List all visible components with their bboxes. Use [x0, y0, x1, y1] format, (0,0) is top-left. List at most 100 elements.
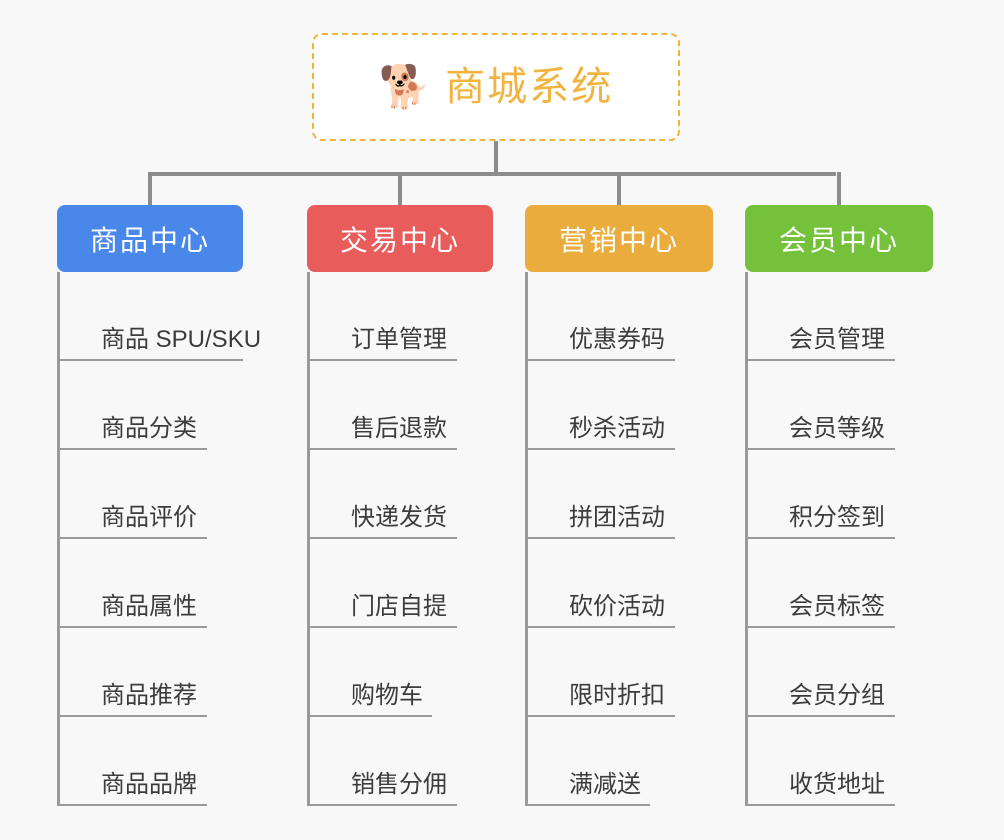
leaf-item-label: 商品品牌	[101, 771, 197, 798]
branch-header-label: 会员中心	[778, 224, 899, 256]
connector-drop-4	[837, 172, 841, 206]
connector-horizontal-bus	[148, 172, 836, 176]
leaf-item-label: 砍价活动	[569, 593, 665, 620]
leaf-item-underline	[525, 804, 650, 806]
root-node-label: 商城系统	[445, 65, 614, 109]
connector-root-stem	[494, 141, 498, 174]
leaf-item-label: 会员管理	[789, 326, 885, 353]
leaf-list-2: 订单管理售后退款快递发货门店自提购物车销售分佣	[307, 272, 493, 806]
leaf-item-underline	[307, 359, 457, 361]
leaf-item[interactable]: 快递发货	[307, 450, 493, 539]
leaf-item[interactable]: 限时折扣	[525, 628, 713, 717]
leaf-item-label: 门店自提	[351, 593, 447, 620]
leaf-item-underline	[307, 626, 457, 628]
leaf-item[interactable]: 商品品牌	[57, 717, 243, 806]
branch-header-4[interactable]: 会员中心	[745, 205, 933, 272]
leaf-item-label: 售后退款	[351, 415, 447, 442]
leaf-list-1: 商品 SPU/SKU 商品分类商品评价商品属性商品推荐商品品牌	[57, 272, 261, 806]
leaf-item[interactable]: 门店自提	[307, 539, 493, 628]
leaf-item-label: 商品推荐	[101, 682, 197, 709]
leaf-item[interactable]: 会员分组	[745, 628, 933, 717]
leaf-item[interactable]: 秒杀活动	[525, 361, 713, 450]
leaf-item-label: 会员分组	[789, 682, 885, 709]
leaf-item-label: 秒杀活动	[569, 415, 665, 442]
leaf-item[interactable]: 拼团活动	[525, 450, 713, 539]
leaf-item-underline	[745, 715, 895, 717]
leaf-item-label: 购物车	[351, 682, 423, 709]
leaf-item-underline	[745, 359, 895, 361]
leaf-item-label: 拼团活动	[569, 504, 665, 531]
leaf-item-underline	[525, 537, 675, 539]
branch-column-3: 营销中心优惠券码秒杀活动拼团活动砍价活动限时折扣满减送	[525, 205, 713, 806]
leaf-item[interactable]: 会员等级	[745, 361, 933, 450]
leaf-item-label: 会员标签	[789, 593, 885, 620]
leaf-item[interactable]: 会员标签	[745, 539, 933, 628]
leaf-item-label: 积分签到	[789, 504, 885, 531]
leaf-item[interactable]: 销售分佣	[307, 717, 493, 806]
leaf-item-underline	[307, 715, 432, 717]
leaf-item[interactable]: 购物车	[307, 628, 493, 717]
leaf-item[interactable]: 砍价活动	[525, 539, 713, 628]
connector-drop-3	[617, 172, 621, 206]
leaf-item-underline	[57, 359, 243, 361]
branch-column-4: 会员中心会员管理会员等级积分签到会员标签会员分组收货地址	[745, 205, 933, 806]
branch-column-2: 交易中心订单管理售后退款快递发货门店自提购物车销售分佣	[307, 205, 493, 806]
leaf-list-3: 优惠券码秒杀活动拼团活动砍价活动限时折扣满减送	[525, 272, 713, 806]
leaf-item-underline	[57, 448, 207, 450]
branch-header-label: 营销中心	[558, 224, 679, 256]
root-node-shop-system[interactable]: 🐕 商城系统	[312, 33, 680, 141]
leaf-item-underline	[745, 626, 895, 628]
branch-column-1: 商品中心商品 SPU/SKU 商品分类商品评价商品属性商品推荐商品品牌	[57, 205, 261, 806]
branch-header-3[interactable]: 营销中心	[525, 205, 713, 272]
branch-header-1[interactable]: 商品中心	[57, 205, 243, 272]
branch-spine-2	[307, 272, 310, 806]
leaf-item-underline	[307, 537, 457, 539]
leaf-item-label: 会员等级	[789, 415, 885, 442]
connector-drop-1	[148, 172, 152, 206]
leaf-item[interactable]: 优惠券码	[525, 272, 713, 361]
leaf-item-underline	[745, 804, 895, 806]
leaf-item-label: 快递发货	[351, 504, 447, 531]
leaf-item-underline	[525, 626, 675, 628]
leaf-list-4: 会员管理会员等级积分签到会员标签会员分组收货地址	[745, 272, 933, 806]
branch-header-label: 商品中心	[89, 224, 210, 256]
leaf-item-underline	[57, 715, 207, 717]
leaf-item[interactable]: 积分签到	[745, 450, 933, 539]
leaf-item-underline	[57, 626, 207, 628]
leaf-item[interactable]: 商品属性	[57, 539, 243, 628]
connector-drop-2	[398, 172, 402, 206]
leaf-item[interactable]: 订单管理	[307, 272, 493, 361]
leaf-item[interactable]: 售后退款	[307, 361, 493, 450]
branch-header-2[interactable]: 交易中心	[307, 205, 493, 272]
leaf-item-label: 商品分类	[101, 415, 197, 442]
leaf-item-label: 销售分佣	[351, 771, 447, 798]
leaf-item-underline	[745, 448, 895, 450]
leaf-item[interactable]: 商品推荐	[57, 628, 243, 717]
leaf-item-label: 商品 SPU/SKU	[101, 326, 262, 353]
leaf-item-label: 限时折扣	[569, 682, 665, 709]
leaf-item-underline	[745, 537, 895, 539]
branch-spine-1	[57, 272, 60, 806]
leaf-item-underline	[525, 448, 675, 450]
leaf-item[interactable]: 会员管理	[745, 272, 933, 361]
leaf-item-underline	[307, 804, 457, 806]
branch-spine-3	[525, 272, 528, 806]
leaf-item-underline	[525, 715, 675, 717]
branch-header-label: 交易中心	[339, 224, 460, 256]
leaf-item-label: 优惠券码	[569, 326, 665, 353]
leaf-item-underline	[57, 804, 207, 806]
leaf-item[interactable]: 商品分类	[57, 361, 243, 450]
leaf-item-label: 满减送	[569, 771, 641, 798]
shiba-dog-face-icon: 🐕	[378, 63, 432, 110]
leaf-item-label: 商品评价	[101, 504, 197, 531]
leaf-item-label: 订单管理	[351, 326, 447, 353]
leaf-item-label: 收货地址	[789, 771, 885, 798]
leaf-item-underline	[525, 359, 675, 361]
leaf-item[interactable]: 收货地址	[745, 717, 933, 806]
leaf-item[interactable]: 商品 SPU/SKU	[57, 272, 261, 361]
leaf-item[interactable]: 满减送	[525, 717, 713, 806]
leaf-item[interactable]: 商品评价	[57, 450, 243, 539]
leaf-item-underline	[57, 537, 207, 539]
leaf-item-label: 商品属性	[101, 593, 197, 620]
